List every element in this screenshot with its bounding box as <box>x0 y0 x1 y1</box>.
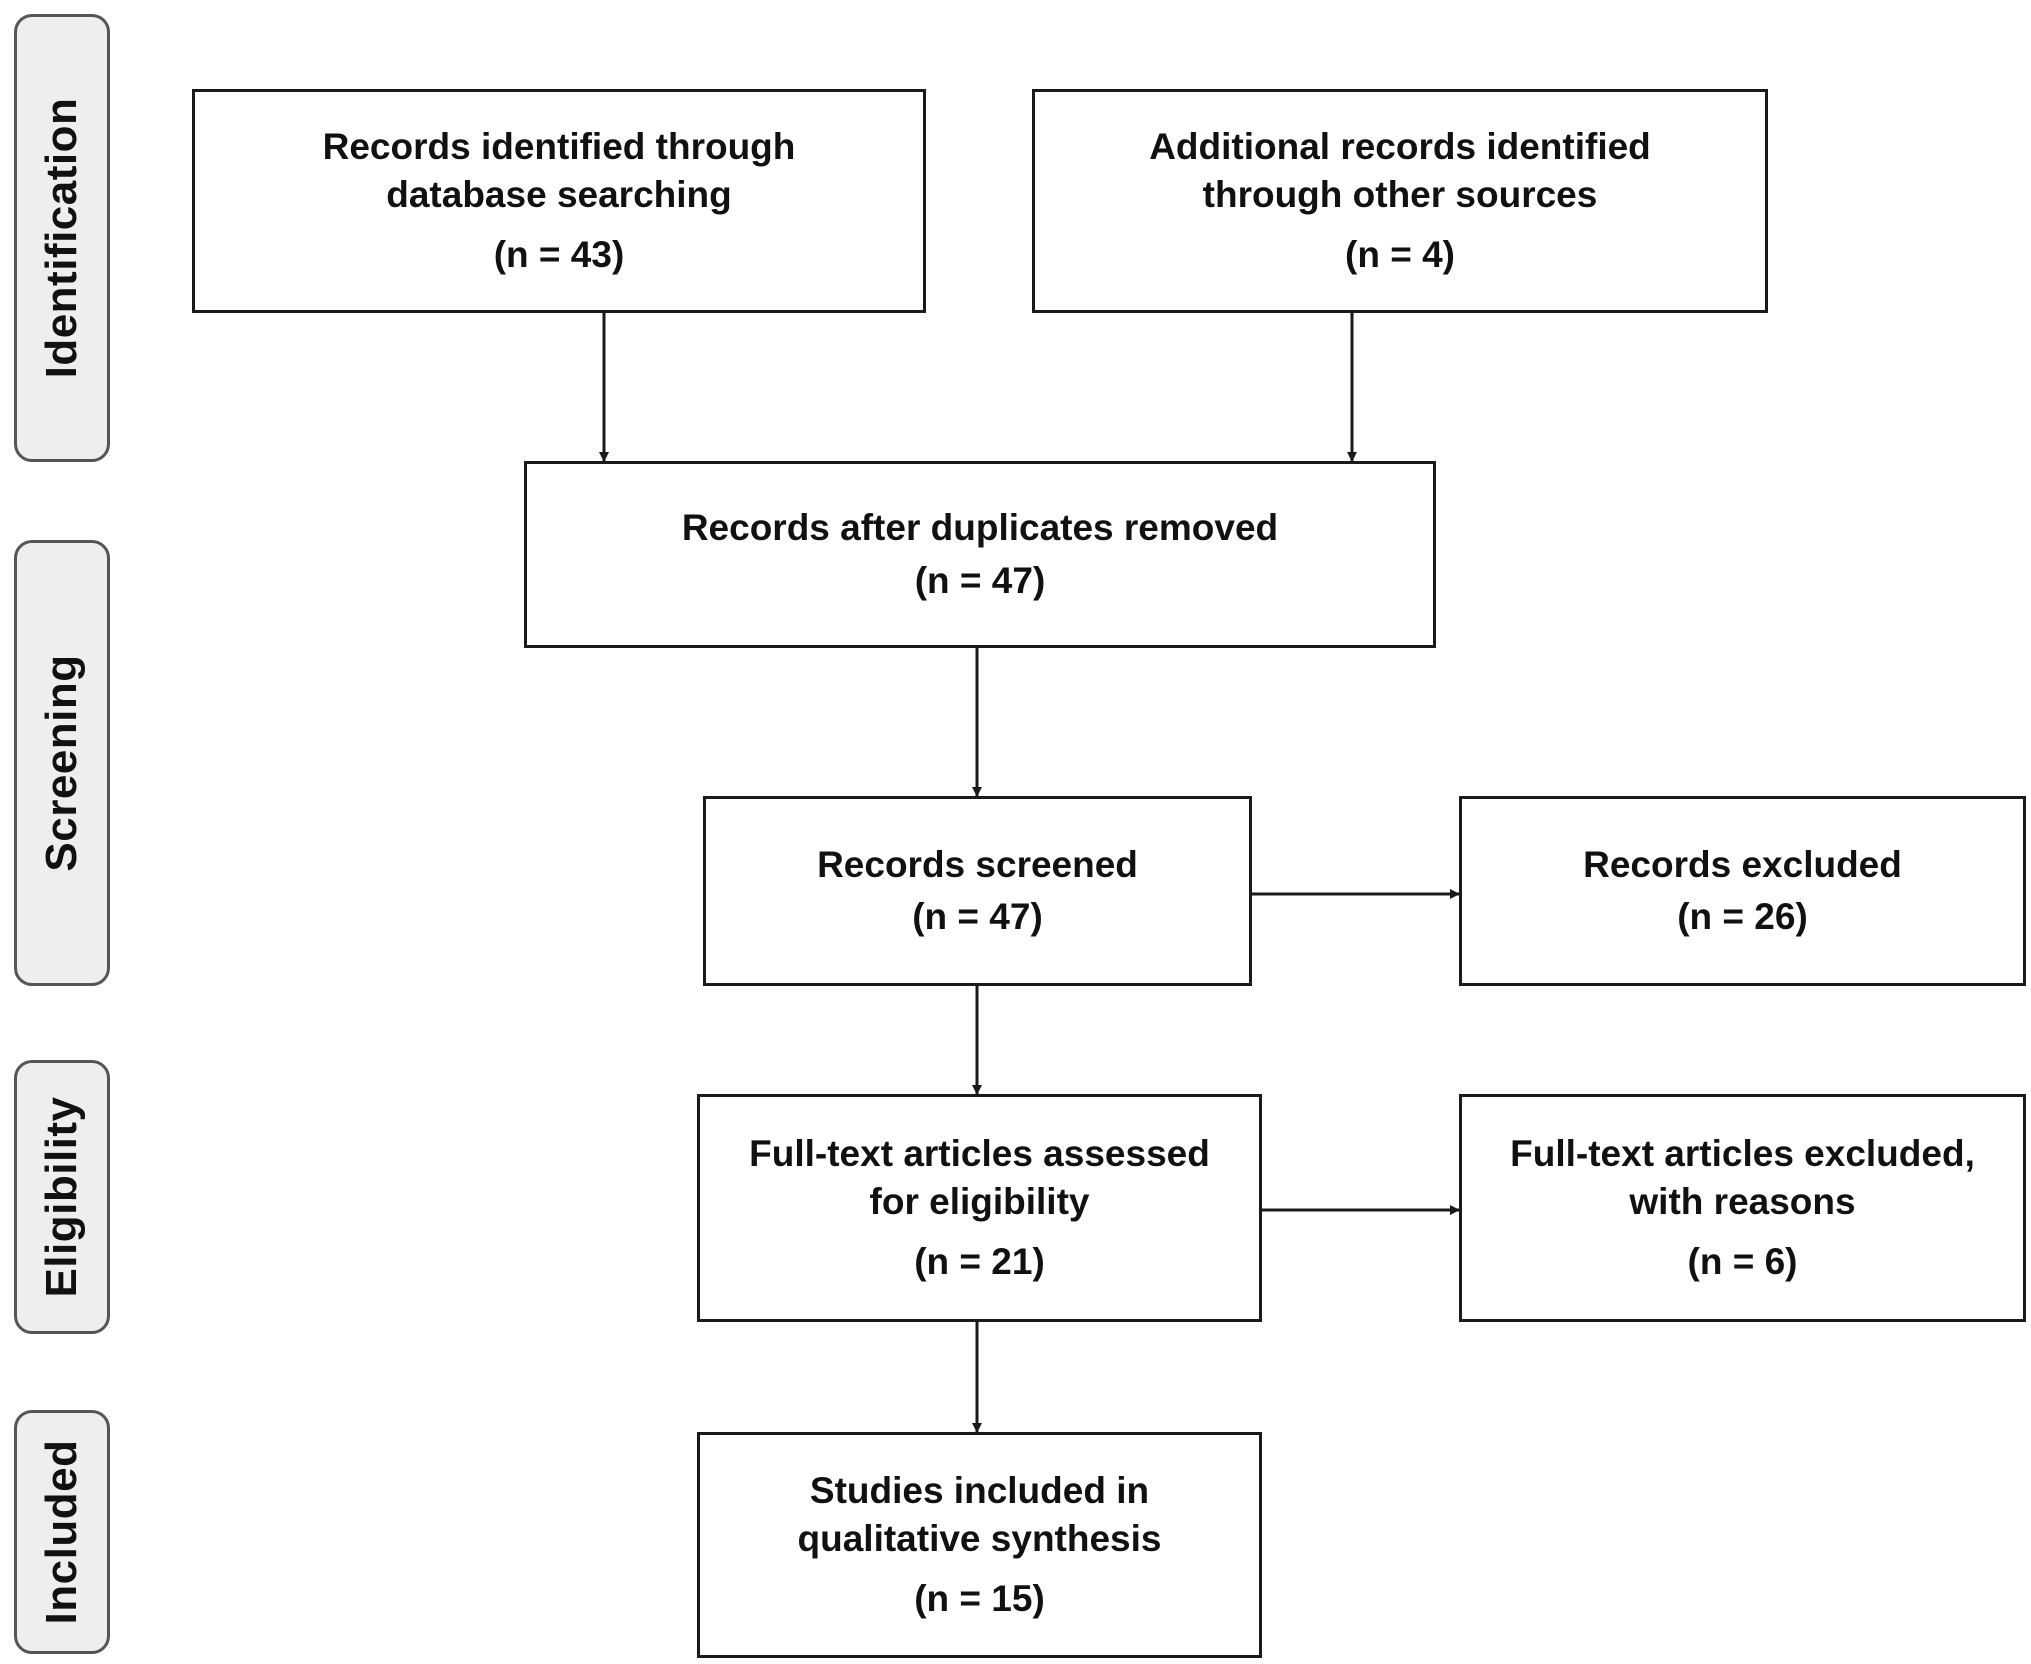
box-fulltext-excluded-count: (n = 6) <box>1687 1241 1798 1283</box>
box-database-records-line2: database searching <box>386 173 732 215</box>
box-studies-included-line2: qualitative synthesis <box>797 1517 1162 1559</box>
box-deduplicated-count: (n = 47) <box>914 559 1046 601</box>
phase-screening: Screening <box>14 540 110 986</box>
phase-included: Included <box>14 1410 110 1654</box>
box-fulltext-excluded-line1: Full-text articles excluded, <box>1510 1132 1975 1174</box>
box-fulltext-assessed-line1: Full-text articles assessed <box>749 1132 1210 1174</box>
box-studies-included-line1: Studies included in <box>809 1469 1150 1511</box>
box-fulltext-excluded-line2: with reasons <box>1629 1180 1856 1222</box>
box-database-records: Records identified through database sear… <box>192 89 926 313</box>
box-fulltext-assessed: Full-text articles assessed for eligibil… <box>697 1094 1262 1322</box>
box-other-sources-count: (n = 4) <box>1345 234 1455 276</box>
box-screened-line1: Records screened <box>817 843 1138 885</box>
box-database-records-count: (n = 43) <box>493 234 625 276</box>
box-records-excluded-line1: Records excluded <box>1583 843 1902 885</box>
box-other-sources: Additional records identified through ot… <box>1032 89 1768 313</box>
box-deduplicated: Records after duplicates removed (n = 47… <box>524 461 1436 648</box>
box-fulltext-assessed-line2: for eligibility <box>869 1180 1090 1222</box>
box-fulltext-excluded: Full-text articles excluded, with reason… <box>1459 1094 2026 1322</box>
box-studies-included: Studies included in qualitative synthesi… <box>697 1432 1262 1658</box>
phase-identification: Identification <box>14 14 110 462</box>
box-records-excluded: Records excluded (n = 26) <box>1459 796 2026 986</box>
box-other-sources-line2: through other sources <box>1202 173 1598 215</box>
box-studies-included-count: (n = 15) <box>914 1578 1045 1620</box>
box-fulltext-assessed-count: (n = 21) <box>914 1241 1045 1283</box>
box-deduplicated-line1: Records after duplicates removed <box>681 507 1279 549</box>
phase-eligibility: Eligibility <box>14 1060 110 1334</box>
box-screened: Records screened (n = 47) <box>703 796 1252 986</box>
box-screened-count: (n = 47) <box>912 896 1043 937</box>
box-database-records-line1: Records identified through <box>322 125 796 167</box>
box-records-excluded-count: (n = 26) <box>1677 896 1808 937</box>
box-other-sources-line1: Additional records identified <box>1149 125 1651 167</box>
